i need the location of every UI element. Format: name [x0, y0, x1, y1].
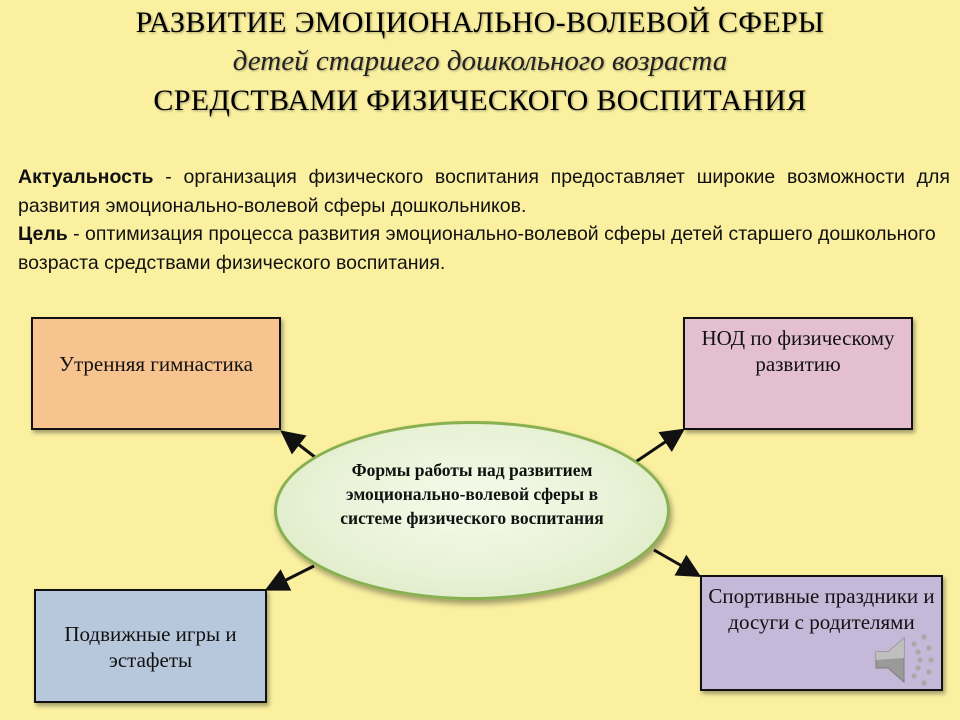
- title-line-1: РАЗВИТИЕ ЭМОЦИОНАЛЬНО-ВОЛЕВОЙ СФЕРЫ: [135, 6, 825, 39]
- nod-physical-label: НОД по физическому развитию: [701, 326, 895, 376]
- center-ellipse-label: Формы работы над развитием эмоционально-…: [340, 460, 604, 528]
- goal-text: - оптимизация процесса развития эмоциона…: [18, 223, 936, 274]
- sports-holidays-box: Спортивные праздники и досуги с родителя…: [700, 575, 943, 691]
- actuality-text: - организация физического воспитания пре…: [18, 166, 950, 217]
- subtitle-line: детей старшего дошкольного возраста: [232, 45, 728, 77]
- center-ellipse: [274, 421, 670, 600]
- arrow-to-bottom-left: [264, 564, 315, 591]
- morning-gymnastics-box: Утренняя гимнастика: [31, 317, 281, 430]
- actuality-label: Актуальность: [18, 166, 154, 188]
- sports-holidays-label: Спортивные праздники и досуги с родителя…: [708, 584, 935, 634]
- morning-gymnastics-label: Утренняя гимнастика: [59, 352, 253, 376]
- outdoor-games-label: Подвижные игры и эстафеты: [64, 622, 237, 672]
- arrow-to-bottom-right: [653, 548, 702, 577]
- actuality-paragraph: Актуальность - организация физического в…: [18, 163, 950, 221]
- arrow-to-top-right: [633, 428, 685, 465]
- nod-physical-box: НОД по физическому развитию: [683, 317, 913, 430]
- title-line-3: СРЕДСТВАМИ ФИЗИЧЕСКОГО ВОСПИТАНИЯ: [153, 84, 807, 117]
- outdoor-games-box: Подвижные игры и эстафеты: [34, 589, 267, 703]
- goal-label: Цель: [18, 223, 68, 245]
- speaker-icon[interactable]: [868, 628, 938, 692]
- goal-paragraph: Цель - оптимизация процесса развития эмо…: [18, 220, 950, 278]
